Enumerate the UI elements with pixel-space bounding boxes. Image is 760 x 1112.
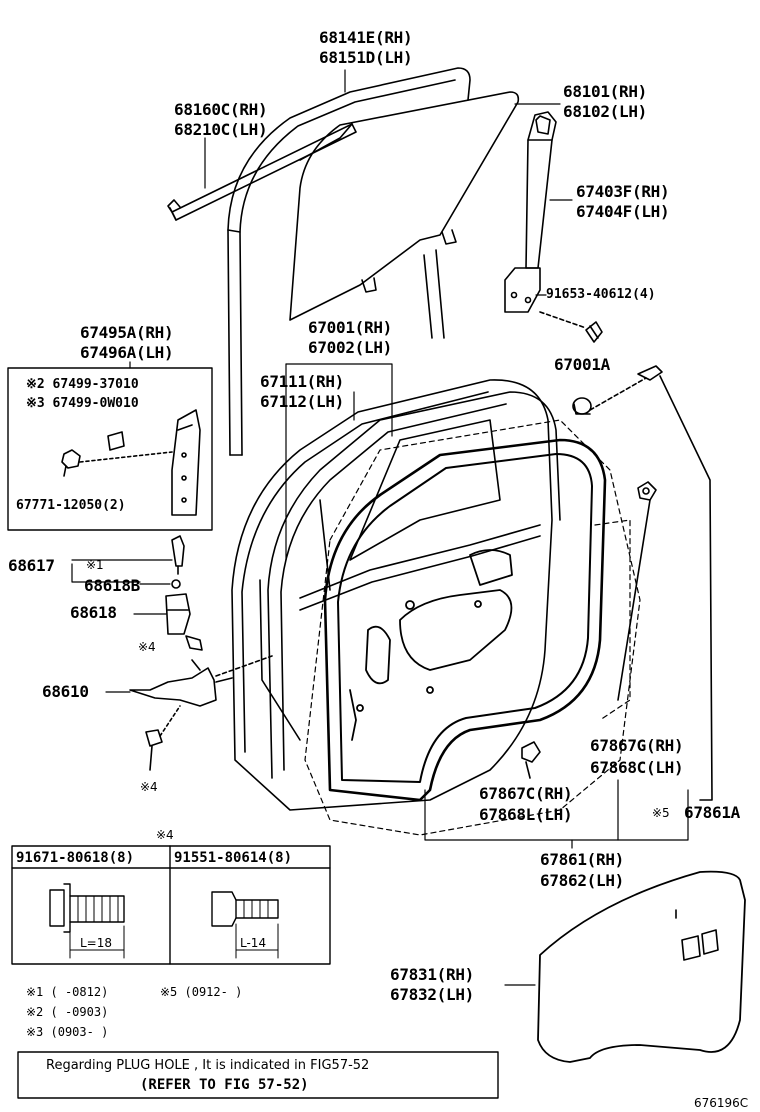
note-3: ※3 (0903- ) [26, 1025, 109, 1039]
label-91653: 91653-40612(4) [546, 287, 656, 302]
check-hinge-parts [71, 535, 273, 771]
bolt-table-col2-length: L-14 [240, 936, 267, 950]
run-channel-rear [423, 249, 445, 339]
label-67861A: 67861A [684, 803, 740, 822]
label-68160C: 68160C(RH) [174, 100, 268, 119]
label-68617: 68617 [8, 556, 55, 575]
mark-68610: ※4 [140, 780, 158, 794]
bolt-table-col1-head: 91671-80618(8) [16, 850, 135, 866]
door-weatherstrip [323, 438, 607, 802]
label-67867G: 67867G(RH) [590, 736, 684, 755]
label-67002: 67002(LH) [308, 338, 392, 357]
note-1: ※1 ( -0812) [26, 985, 109, 999]
label-67867C: 67867C(RH) [479, 784, 573, 803]
clip-67867G [617, 481, 657, 701]
service-hole-cover [572, 397, 592, 415]
label-67861: 67861(RH) [540, 850, 624, 869]
label-67111: 67111(RH) [260, 372, 344, 391]
label-67112: 67112(LH) [260, 392, 344, 411]
bolt-table [11, 845, 331, 965]
label-67001: 67001(RH) [308, 318, 392, 337]
trim-dashed-outline [304, 419, 641, 836]
label-67868L: 67868L(LH) [479, 805, 573, 824]
bolt-91653 [539, 311, 603, 343]
clip-67867C [521, 741, 541, 779]
label-68618B: 68618B [84, 576, 140, 595]
label-67499-37010: ※2 67499-37010 [26, 377, 139, 392]
label-68102: 68102(LH) [563, 102, 647, 121]
reference-box [17, 1051, 499, 1099]
label-67831: 67831(RH) [390, 965, 474, 984]
label-68210C: 68210C(LH) [174, 120, 268, 139]
mark-67861A: ※5 [652, 806, 670, 820]
note-5: ※5 (0912- ) [160, 985, 243, 999]
label-67496A: 67496A(LH) [80, 343, 174, 362]
door-trim-board [537, 870, 746, 1063]
label-68101: 68101(RH) [563, 82, 647, 101]
leader-lines [204, 69, 689, 986]
reference-line-2: (REFER TO FIG 57-52) [140, 1077, 309, 1093]
division-bar [504, 111, 557, 313]
label-68610: 68610 [42, 682, 89, 701]
bolt-table-col2-head: 91551-80614(8) [174, 850, 293, 866]
label-67403F: 67403F(RH) [576, 182, 670, 201]
label-67862: 67862(LH) [540, 871, 624, 890]
label-67499-0W010: ※3 67499-0W010 [26, 396, 139, 411]
label-67495A: 67495A(RH) [80, 323, 174, 342]
label-67832: 67832(LH) [390, 985, 474, 1004]
bolt-table-mark: ※4 [156, 828, 174, 842]
label-68618: 68618 [70, 603, 117, 622]
label-68151D: 68151D(LH) [319, 48, 413, 67]
door-glass [289, 91, 520, 321]
mark-68618: ※4 [138, 640, 156, 654]
label-68141E: 68141E(RH) [319, 28, 413, 47]
door-panel [231, 379, 553, 811]
bolt-table-col1-length: L=18 [80, 936, 113, 950]
note-2: ※2 ( -0903) [26, 1005, 109, 1019]
clip-67861A [589, 365, 713, 801]
label-67404F: 67404F(LH) [576, 202, 670, 221]
reference-line-1: Regarding PLUG HOLE , It is indicated in… [46, 1058, 370, 1073]
label-67868C: 67868C(LH) [590, 758, 684, 777]
figure-code: 676196C [694, 1096, 749, 1110]
door-inner-frame [267, 391, 561, 779]
door-panel-cutouts [349, 549, 513, 741]
inset-box-67495A [7, 361, 213, 531]
label-67001A: 67001A [554, 355, 610, 374]
mark-68617: ※1 [86, 558, 104, 572]
label-67771: 67771-12050(2) [16, 498, 126, 513]
